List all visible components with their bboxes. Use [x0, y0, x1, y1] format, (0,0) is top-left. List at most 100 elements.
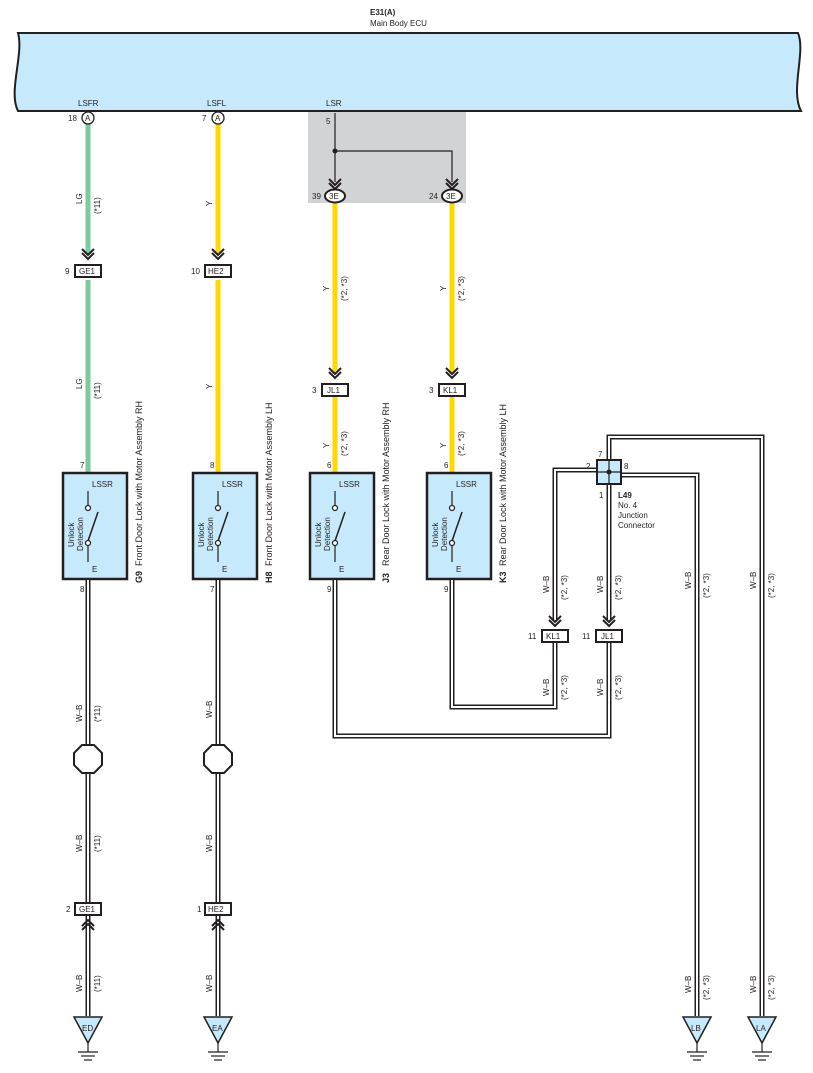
- svg-text:(*2, *3): (*2, *3): [702, 573, 711, 598]
- kl1-top-id: KL1: [443, 386, 458, 395]
- svg-text:(*2, *3): (*2, *3): [614, 575, 623, 600]
- jl1-top-id: JL1: [327, 386, 340, 395]
- splice-g9: [73, 744, 103, 774]
- l49-id: L49: [618, 491, 632, 500]
- connector-he2-top: HE2 10: [191, 248, 232, 278]
- svg-text:Y: Y: [205, 200, 214, 206]
- svg-text:W–B: W–B: [75, 975, 84, 992]
- junction-l49: 7 2 8 1 L49 No. 4 Junction Connector: [586, 450, 655, 530]
- component-name: Front Door Lock with Motor Assembly LH: [264, 402, 274, 566]
- component-id: H8: [264, 571, 274, 583]
- svg-text:W–B: W–B: [542, 679, 551, 696]
- connector-kl1-bot: KL1 11: [528, 615, 569, 643]
- lsfr-pin-marker: [81, 111, 95, 125]
- ground-label: LA: [756, 1024, 766, 1033]
- wire-labels: LG (*11) LG (*11) Y Y Y (*2, *3) Y (*2, …: [75, 193, 466, 456]
- svg-text:1: 1: [197, 905, 202, 914]
- switch-label-2: Detection: [323, 517, 332, 551]
- grounds: ED EA LB LA: [72, 1016, 778, 1061]
- l49-pin-bottom: 1: [599, 491, 604, 500]
- switch-label-2: Detection: [440, 517, 449, 551]
- svg-text:W–B: W–B: [205, 701, 214, 718]
- splice-h8: [203, 744, 233, 774]
- ecu-id: E31(A): [370, 8, 396, 17]
- svg-text:(*11): (*11): [93, 705, 102, 722]
- svg-text:LG: LG: [75, 193, 84, 204]
- component-terminal-top: LSSR: [92, 480, 113, 489]
- kl1-top-pin: 3: [429, 386, 434, 395]
- ge1-top-pin: 9: [65, 267, 70, 276]
- connector-kl1-top: KL1 3: [429, 367, 466, 397]
- ground-ea: EA: [202, 1016, 234, 1061]
- svg-text:KL1: KL1: [546, 632, 561, 641]
- svg-text:W–B: W–B: [75, 835, 84, 852]
- svg-text:(*11): (*11): [93, 382, 102, 399]
- lsr-splice-dot: [332, 148, 338, 154]
- component-terminal-bottom: E: [92, 565, 97, 574]
- lsfl-pin-marker: [211, 111, 225, 125]
- jl1-top-pin: 3: [312, 386, 317, 395]
- lsfr-pin: 18: [68, 114, 77, 123]
- svg-text:HE2: HE2: [208, 905, 224, 914]
- svg-text:(*2, *3): (*2, *3): [457, 431, 466, 456]
- component-terminal-bottom: E: [222, 565, 227, 574]
- lsfl-pin-conn: A: [215, 114, 221, 123]
- component-pin-bottom: 9: [327, 585, 332, 594]
- svg-text:W–B: W–B: [684, 572, 693, 589]
- connector-ge1-bot: GE1 2: [66, 902, 102, 931]
- component-name: Rear Door Lock with Motor Assembly RH: [381, 402, 391, 566]
- component-pin-bottom: 9: [444, 585, 449, 594]
- switch-icon: [331, 491, 346, 562]
- l49-pin-top: 7: [598, 450, 603, 459]
- ground-label: ED: [82, 1024, 93, 1033]
- svg-text:LG: LG: [75, 378, 84, 389]
- ground-label: EA: [212, 1024, 223, 1033]
- svg-text:(*11): (*11): [93, 835, 102, 852]
- ground-lb: LB: [681, 1016, 713, 1061]
- he2-top-pin: 10: [191, 267, 200, 276]
- component-terminal-top: LSSR: [456, 480, 477, 489]
- ground-la: LA: [746, 1016, 778, 1061]
- rl-3e-label: 3E: [446, 192, 456, 201]
- l49-pin-left: 2: [586, 462, 591, 471]
- component-id: K3: [498, 571, 508, 583]
- switch-icon: [214, 491, 229, 562]
- wb-labels: W–B (*11) W–B W–B (*11) W–B W–B (*11) W–…: [75, 572, 776, 1000]
- ecu-terminal-lsfl: LSFL: [207, 99, 227, 108]
- svg-text:Y: Y: [439, 285, 448, 291]
- svg-text:(*2, *3): (*2, *3): [340, 276, 349, 301]
- component-terminal-bottom: E: [339, 565, 344, 574]
- switch-label-1: Unlock: [314, 522, 323, 547]
- l49-line2: Junction: [618, 511, 648, 520]
- svg-text:(*2, *3): (*2, *3): [560, 675, 569, 700]
- component-name: Front Door Lock with Motor Assembly RH: [134, 401, 144, 566]
- svg-text:Y: Y: [322, 285, 331, 291]
- rl-3e-pin: 24: [429, 192, 438, 201]
- ecu-terminal-lsr: LSR: [326, 99, 342, 108]
- svg-text:(*2, *3): (*2, *3): [702, 975, 711, 1000]
- svg-text:Y: Y: [205, 383, 214, 389]
- ecu-body: [13, 32, 803, 112]
- component-terminal-top: LSSR: [339, 480, 360, 489]
- ground-ed: ED: [72, 1016, 104, 1061]
- svg-text:(*2, *3): (*2, *3): [340, 431, 349, 456]
- switch-label-2: Detection: [206, 517, 215, 551]
- rl-3e-connector: [441, 188, 463, 204]
- component-id: G9: [134, 571, 144, 583]
- svg-text:W–B: W–B: [205, 975, 214, 992]
- l49-line3: Connector: [618, 521, 655, 530]
- svg-text:(*2, *3): (*2, *3): [767, 975, 776, 1000]
- svg-text:(*11): (*11): [93, 197, 102, 214]
- switch-label-1: Unlock: [67, 522, 76, 547]
- svg-text:W–B: W–B: [749, 572, 758, 589]
- lsfr-pin-conn: A: [85, 114, 91, 123]
- component-terminal-top: LSSR: [222, 480, 243, 489]
- component-pin-top: 6: [444, 461, 449, 470]
- connector-ge1-top: GE1 9: [65, 248, 102, 278]
